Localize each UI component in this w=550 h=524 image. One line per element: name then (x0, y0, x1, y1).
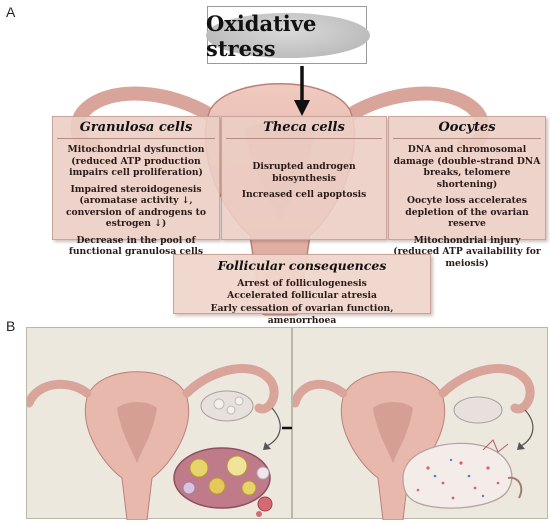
panel-b-label: B (6, 318, 16, 334)
diagram-title: Oxidative stress (206, 10, 317, 61)
granulosa-card: Granulosa cells Mitochondrial dysfunctio… (52, 116, 220, 257)
granulosa-item: Mitochondrial dysfunction (reduced ATP p… (67, 144, 205, 179)
oocytes-item: Mitochondrial injury (reduced ATP availa… (393, 234, 541, 269)
oocytes-heading: Oocytes (393, 120, 541, 140)
panel-a-label: A (6, 4, 16, 20)
theca-card: Theca cells Disrupted androgen biosynthe… (221, 116, 387, 240)
consequence-item: Arrest of folliculogenesis (237, 277, 367, 289)
theca-item: Disrupted androgen biosynthesis (252, 161, 356, 184)
healthy-ovary-illustration (24, 364, 281, 521)
granulosa-item: Decrease in the pool of functional granu… (68, 234, 204, 258)
granulosa-item: Impaired steroidogenesis (aromatase acti… (65, 183, 207, 230)
title-ellipse: Oxidative stress (206, 10, 370, 61)
consequence-item: Early cessation of ovarian function, ame… (210, 302, 394, 327)
oocytes-item: DNA and chromosomal damage (double-stran… (393, 144, 541, 190)
consequences-heading: Follicular consequences (217, 258, 387, 273)
granulosa-heading: Granulosa cells (57, 120, 215, 140)
consequence-item: Accelerated follicular atresia (227, 290, 377, 302)
damaged-ovary-illustration (290, 364, 535, 521)
consequences-card: Follicular consequences Arrest of follic… (173, 254, 431, 326)
theca-heading: Theca cells (226, 120, 382, 140)
oocytes-item: Oocyte loss accelerates depletion of the… (405, 195, 529, 230)
panel-b-right (290, 327, 548, 521)
theca-item: Increased cell apoptosis (241, 189, 367, 201)
panel-b-left (24, 327, 292, 521)
oocytes-card: Oocytes DNA and chromosomal damage (doub… (388, 116, 546, 269)
down-arrow-icon (294, 66, 310, 116)
